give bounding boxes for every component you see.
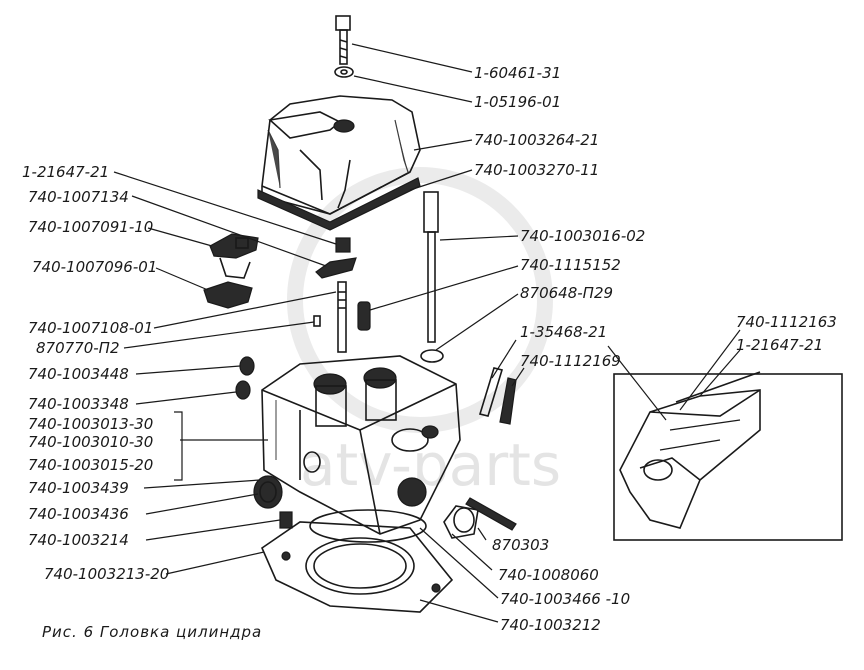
label-injector-tube: 1-35468-21 bbox=[520, 323, 607, 341]
label-stud-long: 740-1003016-02 bbox=[520, 227, 645, 245]
label-spring-part: 740-1115152 bbox=[520, 256, 621, 274]
label-liner-seal: 740-1003466 -10 bbox=[500, 590, 630, 608]
label-bracket: 740-1007134 bbox=[28, 188, 129, 206]
label-cap-plug: 740-1003439 bbox=[28, 479, 129, 497]
valve-cover-part bbox=[261, 95, 421, 215]
pushrod-guide-part bbox=[337, 281, 347, 353]
injector-tube-part bbox=[478, 367, 504, 417]
bracket-part bbox=[315, 257, 357, 279]
spring-part bbox=[357, 301, 371, 331]
watermark-text: atv-parts bbox=[300, 431, 561, 499]
pin-part bbox=[313, 315, 321, 327]
label-plug-c: 740-1003214 bbox=[28, 531, 129, 549]
cover-gasket-part bbox=[257, 177, 421, 231]
label-head-3: 740-1003015-20 bbox=[28, 456, 153, 474]
label-ring: 870648-П29 bbox=[520, 284, 613, 302]
label-bolt: 1-60461-31 bbox=[474, 64, 561, 82]
leader-lines bbox=[113, 43, 741, 623]
label-plug-b: 740-1003348 bbox=[28, 395, 129, 413]
sleeve-part bbox=[253, 475, 283, 509]
plug-b-part bbox=[235, 380, 251, 400]
label-rocker-support: 740-1007096-01 bbox=[32, 258, 157, 276]
plug-c-part bbox=[279, 511, 293, 529]
rocker-assembly-part bbox=[203, 233, 259, 309]
plug-a-part bbox=[239, 356, 255, 376]
label-gasket-bottom: 740-1003212 bbox=[500, 616, 601, 634]
top-washer-part bbox=[334, 66, 354, 78]
label-plug-a: 740-1003448 bbox=[28, 365, 129, 383]
nut-part bbox=[335, 237, 351, 253]
part-labels: 1-60461-31 1-05196-01 740-1003264-21 740… bbox=[22, 64, 837, 634]
label-rocker-assy: 740-1007091-10 bbox=[28, 218, 153, 236]
figure-caption: Рис. 6 Головка цилиндра bbox=[42, 623, 262, 641]
short-stud-part bbox=[465, 497, 517, 531]
label-head-1: 740-1003013-30 bbox=[28, 415, 153, 433]
watermark: atv-parts bbox=[287, 167, 561, 499]
label-inset-b: 1-21647-21 bbox=[736, 336, 823, 354]
label-stud-short: 870303 bbox=[492, 536, 549, 554]
label-head-gasket: 740-1003213-20 bbox=[44, 565, 169, 583]
seal-ring-part bbox=[443, 505, 479, 539]
label-nut-stud: 1-21647-21 bbox=[22, 163, 109, 181]
label-pin: 870770-П2 bbox=[36, 339, 120, 357]
label-cover-gasket: 740-1003270-11 bbox=[474, 161, 599, 179]
liner-seal-part bbox=[309, 509, 427, 543]
label-inset-a: 740-1112163 bbox=[736, 313, 837, 331]
label-injector: 740-1112169 bbox=[520, 352, 621, 370]
bolt-part bbox=[335, 15, 351, 65]
label-pushrod-guide: 740-1007108-01 bbox=[28, 319, 153, 337]
label-head-2: 740-1003010-30 bbox=[28, 433, 153, 451]
label-washer-top: 1-05196-01 bbox=[474, 93, 561, 111]
head-gasket-part bbox=[261, 521, 454, 613]
label-sleeve: 740-1003436 bbox=[28, 505, 129, 523]
long-stud-part bbox=[420, 191, 444, 363]
label-cover: 740-1003264-21 bbox=[474, 131, 599, 149]
cylinder-head-part bbox=[261, 355, 461, 535]
label-seal-ring: 740-1008060 bbox=[498, 566, 599, 584]
